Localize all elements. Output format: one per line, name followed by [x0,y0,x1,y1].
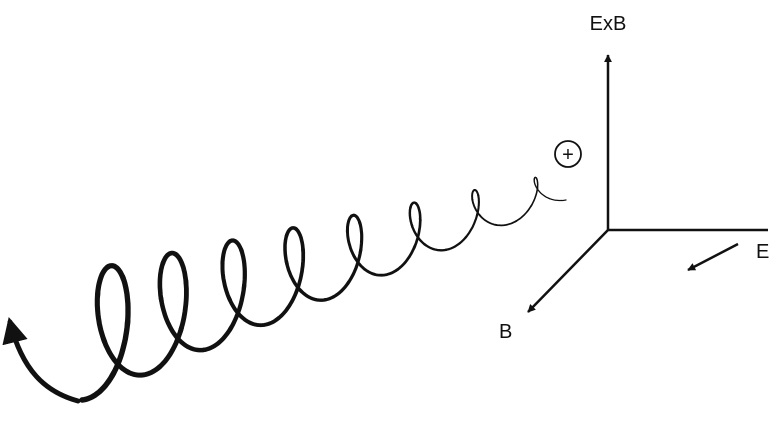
spiral-segment [227,283,247,333]
spiral-segment [494,220,518,227]
b-axis [527,229,609,313]
spiral-segment [109,318,131,379]
spiral-segment [548,197,567,202]
spiral-segment [247,316,281,328]
spiral-segment [394,244,417,272]
spiral-segment [284,226,299,238]
spiral-segment [283,232,289,266]
spiral-segment [238,247,247,291]
spiral-segment [529,187,539,208]
b-axis-label: B [499,321,512,343]
spiral-segment [352,254,376,276]
axes [527,54,768,313]
spiral-segment [160,250,179,267]
spiral-segment [274,284,301,322]
spiral-segment [158,295,180,341]
spiral-segment [345,247,363,286]
spiral-segment [358,220,364,254]
spiral-segment [284,259,304,294]
spiral-segment [298,288,328,302]
spiral-segment [471,189,476,202]
spiral-segment [173,333,208,353]
spiral-segment [94,290,108,345]
particle-spiral-trajectory [79,176,567,403]
e-axis-label: E [756,241,769,263]
spiral-segment [464,212,479,240]
spiral-segment [94,264,111,299]
positive-particle: + [554,140,582,168]
spiral-segment [293,226,306,254]
spiral-segment [155,325,184,371]
spiral-segment [371,268,400,277]
spiral-segment [345,214,354,234]
spiral-segment [410,224,427,247]
spiral-segment [226,295,254,326]
spiral-segment [119,273,131,328]
spiral-segment [345,229,357,260]
spiral-segment [533,178,539,191]
spiral-segment [536,188,551,200]
spiral-segment [478,213,498,227]
spiral-segment [412,217,422,250]
spiral-segment [101,336,132,376]
spiral-segment [414,202,422,222]
trajectory-arrowhead [2,316,81,404]
e-direction-arrow [687,242,739,272]
spiral-segment [471,198,482,217]
spiral-segment [173,251,189,286]
spiral-segment [423,243,448,252]
spiral-segment [322,280,351,302]
spiral-segment [157,259,166,303]
spiral-segment [220,239,233,267]
spiral-segment [408,205,414,228]
spiral-segment [514,204,533,223]
spiral-segment [79,370,117,403]
spiral-segment [124,364,163,378]
spiral-segment [178,277,189,334]
particle-charge-symbol: + [562,144,574,166]
spiral-segment [220,260,232,303]
spiral-segment [443,235,468,252]
spiral-segment [295,247,306,292]
spiral-segment [200,325,234,353]
exb-axis-label: ExB [590,13,627,35]
spiral-segment [409,201,418,210]
